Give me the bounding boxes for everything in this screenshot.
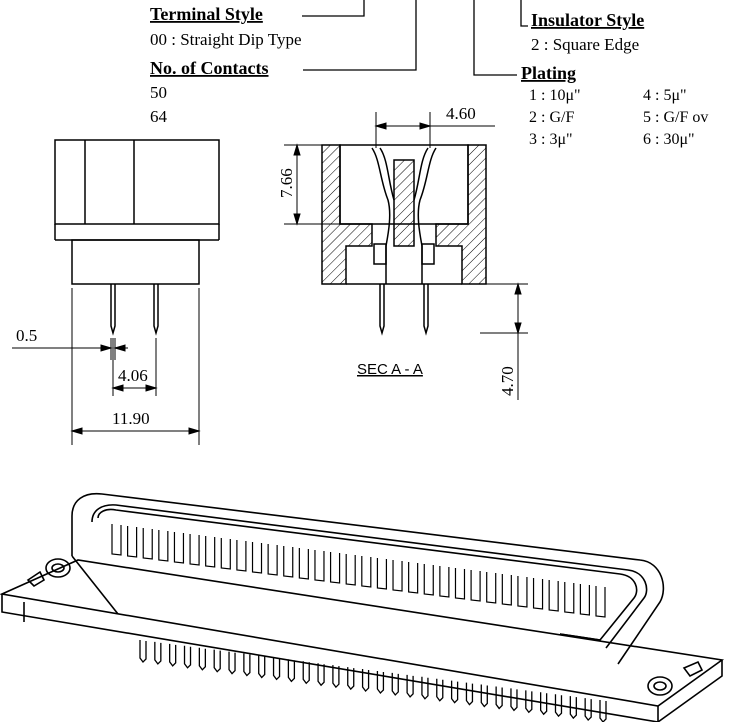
contact-tooth (345, 554, 356, 586)
solder-pin (391, 672, 399, 696)
contact-tooth (205, 536, 216, 568)
section-label: SEC A - A (357, 361, 423, 378)
solder-pin (361, 669, 370, 693)
solder-pin (332, 665, 340, 689)
contact-tooth (298, 548, 309, 580)
solder-pin (243, 653, 251, 677)
plating-title: Plating (521, 63, 576, 83)
solder-pin (198, 647, 207, 671)
terminal-style-option: 00 : Straight Dip Type (150, 30, 302, 49)
dim-pin-length: 4.70 (498, 366, 517, 396)
solder-pin (569, 696, 577, 720)
contact-tooth (532, 578, 544, 610)
contact-tooth (423, 564, 434, 596)
contact-tooth (220, 538, 231, 570)
dim-pin-width: 0.5 (16, 326, 37, 345)
section-view (284, 112, 528, 400)
contact-tooth (142, 528, 153, 560)
contact-tooth (454, 568, 466, 600)
contact-tooth (439, 566, 450, 598)
contact-tooth (376, 558, 388, 590)
plating-option: 4 : 5μ" (643, 87, 687, 104)
contact-tooth (408, 562, 419, 594)
solder-pin (169, 643, 177, 667)
contacts-option: 64 (150, 107, 168, 126)
contact-tooth (361, 556, 372, 588)
contact-tooth (329, 552, 341, 584)
contact-tooth (548, 580, 559, 612)
legend: Terminal Style 00 : Straight Dip Type No… (150, 4, 708, 148)
dim-body-width: 11.90 (112, 409, 150, 428)
dim-slot-width: 4.60 (446, 104, 476, 123)
solder-pin (510, 688, 518, 712)
solder-pin (139, 640, 147, 663)
solder-pin (406, 674, 414, 698)
contact-tooth (579, 584, 590, 616)
contacts-title: No. of Contacts (150, 58, 269, 78)
plating-option: 1 : 10μ" (529, 87, 581, 104)
contacts-option: 50 (150, 83, 167, 102)
contact-tooth (251, 542, 263, 574)
solder-pin (525, 690, 533, 714)
contact-tooth (517, 576, 528, 608)
solder-pin (421, 676, 429, 700)
contact-tooth (173, 532, 185, 564)
plating-option: 3 : 3μ" (529, 131, 573, 148)
contact-tooth (470, 570, 481, 602)
solder-pin (228, 651, 236, 675)
contact-tooth (158, 530, 169, 562)
solder-pin (376, 670, 385, 694)
solder-pin (436, 678, 444, 702)
solder-pin (154, 641, 162, 665)
solder-pin (539, 692, 548, 716)
contact-tooth (189, 534, 200, 566)
solder-pin (183, 645, 192, 669)
front-view (12, 139, 220, 445)
contact-tooth (283, 546, 294, 578)
contact-tooth (267, 544, 278, 576)
dim-pin-pitch: 4.06 (118, 366, 148, 385)
plating-option: 2 : G/F (529, 109, 574, 126)
solder-pin (317, 663, 325, 687)
solder-pin (480, 684, 488, 708)
solder-pin (302, 661, 310, 685)
insulator-style-option: 2 : Square Edge (531, 35, 639, 54)
solder-pin (347, 667, 355, 691)
solder-pin (495, 686, 503, 710)
solder-pin (584, 698, 592, 722)
contact-tooth (314, 550, 325, 582)
solder-pin (287, 659, 296, 683)
solder-pins (139, 640, 607, 722)
solder-pin (450, 680, 459, 704)
contact-tooth (486, 572, 497, 604)
dim-height: 7.66 (277, 168, 296, 198)
contact-tooth (501, 574, 512, 606)
solder-pin (465, 682, 474, 706)
plating-option: 5 : G/F ov (643, 109, 708, 126)
solder-pin (213, 649, 221, 673)
terminal-style-title: Terminal Style (150, 4, 263, 24)
insulator-style-title: Insulator Style (531, 10, 644, 30)
isometric-view (0, 492, 725, 722)
solder-pin (599, 700, 607, 722)
contact-teeth (111, 524, 606, 618)
contact-tooth (111, 524, 122, 556)
contact-tooth (595, 586, 606, 618)
contact-tooth (127, 526, 138, 558)
contact-tooth (392, 560, 403, 592)
solder-pin (554, 694, 563, 718)
solder-pin (258, 655, 266, 679)
contact-tooth (236, 540, 247, 572)
legend-leaders (302, 0, 528, 76)
solder-pin (272, 657, 281, 681)
plating-option: 6 : 30μ" (643, 131, 695, 148)
contact-tooth (564, 582, 575, 614)
